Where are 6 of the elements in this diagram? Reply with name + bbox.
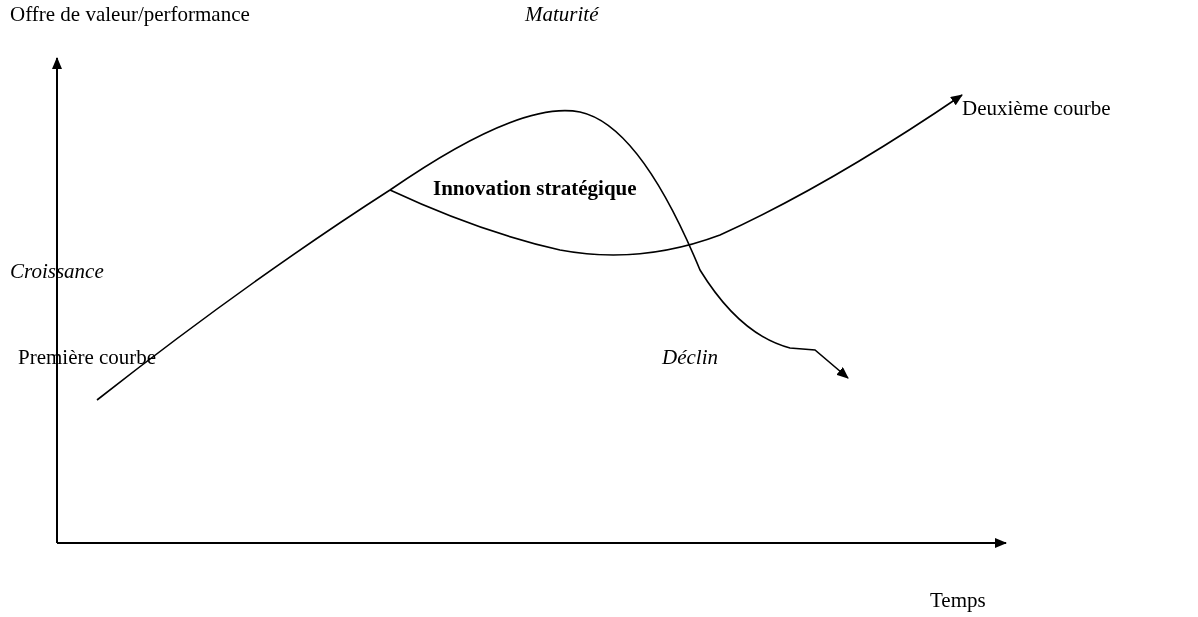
phase-label: Maturité [525,2,599,28]
axis-title: Offre de valeur/performance [10,2,250,28]
axis-title: Temps [930,588,986,614]
curve-label: Innovation stratégique [433,176,637,202]
curve-label: Deuxième courbe [962,96,1111,122]
phase-label: Déclin [662,345,718,371]
